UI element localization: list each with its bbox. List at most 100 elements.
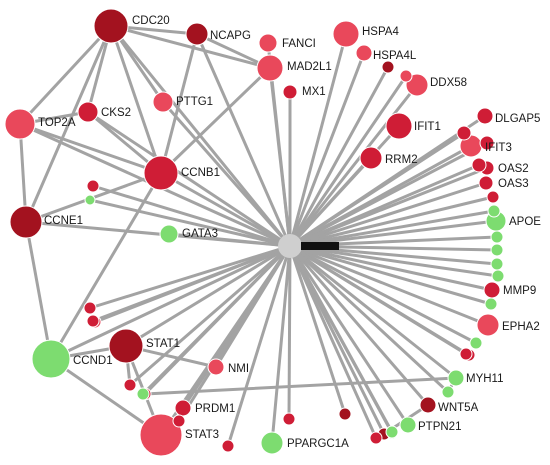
label-oas3: OAS3 — [498, 178, 529, 190]
edge-myh11-u15 — [143, 376, 458, 396]
label-epha2: EPHA2 — [502, 321, 540, 333]
edge-hub-u3 — [288, 131, 466, 248]
node-gata3[interactable] — [159, 224, 179, 244]
edge-hub-u13 — [288, 244, 478, 345]
node-rrm2[interactable] — [359, 146, 383, 170]
edge-hub-u23 — [226, 244, 292, 448]
node-u27[interactable] — [369, 431, 383, 445]
node-u28[interactable] — [385, 425, 399, 439]
node-u6[interactable] — [486, 190, 500, 204]
edge-hub-mad2l1 — [268, 66, 292, 248]
edge-hub-stat1 — [124, 244, 292, 348]
node-nmi[interactable] — [207, 358, 225, 376]
node-u25[interactable] — [338, 407, 352, 421]
node-ccne1[interactable] — [9, 205, 43, 239]
edge-hub-epha2 — [288, 244, 490, 327]
node-stat1[interactable] — [108, 328, 144, 364]
node-u7[interactable] — [487, 204, 501, 218]
node-u24[interactable] — [282, 412, 296, 426]
node-prdm1[interactable] — [174, 399, 192, 417]
node-u19[interactable] — [83, 301, 97, 315]
node-hspa4[interactable] — [332, 20, 360, 48]
node-ifit1[interactable] — [385, 112, 413, 140]
node-epha2[interactable] — [476, 313, 500, 337]
node-u10[interactable] — [490, 257, 504, 271]
edge-hub-myh11 — [288, 244, 458, 380]
edge-cdc20-ccne1 — [24, 24, 113, 224]
label-dlgap5: DLGAP5 — [495, 113, 540, 125]
edge-hub-u27 — [288, 244, 378, 440]
edge-hub-u7 — [288, 209, 496, 248]
node-u29[interactable] — [459, 347, 473, 361]
node-dlgap5[interactable] — [476, 107, 494, 125]
edge-hub-u28 — [288, 244, 394, 434]
node-ccnb1[interactable] — [143, 155, 179, 191]
node-u14[interactable] — [123, 378, 137, 392]
node-ncapg[interactable] — [185, 22, 209, 46]
node-u5[interactable] — [471, 157, 487, 173]
edge-hub-u2 — [288, 74, 408, 248]
node-u2[interactable] — [399, 69, 413, 83]
edge-hub-u6 — [288, 195, 495, 248]
edge-hub-u31 — [91, 244, 292, 323]
edge-hub-u14 — [128, 244, 292, 387]
node-wnt5a[interactable] — [419, 396, 437, 414]
label-prdm1: PRDM1 — [195, 403, 235, 415]
node-mmp9[interactable] — [483, 281, 501, 299]
node-myh11[interactable] — [447, 369, 465, 387]
label-cks2: CKS2 — [101, 107, 131, 119]
node-top2a[interactable] — [4, 108, 36, 140]
node-ccnd1[interactable] — [31, 339, 71, 379]
node-fanci[interactable] — [258, 33, 278, 53]
label-ncapg: NCAPG — [210, 30, 251, 42]
edge-hub-u19 — [88, 244, 292, 310]
label-layer: CDC20NCAPGFANCIHSPA4HSPA4LMAD2L1MX1DDX58… — [38, 15, 541, 450]
node-layer — [4, 8, 507, 457]
node-mad2l1[interactable] — [256, 54, 284, 82]
node-u9[interactable] — [490, 243, 504, 257]
edge-hub-u24 — [287, 244, 292, 421]
label-wnt5a: WNT5A — [438, 402, 479, 414]
node-u30[interactable] — [172, 414, 186, 428]
label-ccnd1: CCND1 — [73, 355, 113, 367]
node-u8[interactable] — [490, 230, 504, 244]
node-hub[interactable] — [278, 234, 302, 258]
label-gata3: GATA3 — [182, 228, 218, 240]
node-u32[interactable] — [136, 387, 150, 401]
edge-hub-ppargc1a — [270, 244, 292, 445]
edge-top2a-ccnb1 — [18, 122, 163, 175]
label-stat3: STAT3 — [185, 429, 219, 441]
node-pttg1[interactable] — [152, 91, 174, 113]
node-u11[interactable] — [491, 269, 505, 283]
node-u17[interactable] — [441, 385, 455, 399]
node-u31[interactable] — [86, 314, 100, 328]
node-cdc20[interactable] — [93, 8, 129, 44]
label-mmp9: MMP9 — [503, 285, 536, 297]
node-hspa4l[interactable] — [355, 44, 373, 62]
node-u3[interactable] — [456, 125, 472, 141]
label-stat1: STAT1 — [146, 338, 180, 350]
node-mx1[interactable] — [282, 84, 298, 100]
edge-hub-u11 — [288, 244, 500, 278]
node-u23[interactable] — [221, 439, 235, 453]
node-u12[interactable] — [484, 297, 498, 311]
edge-cdc20-top2a — [18, 24, 113, 126]
node-u20[interactable] — [84, 194, 96, 206]
edge-hub-u12 — [288, 244, 493, 306]
node-ddx58[interactable] — [405, 73, 429, 97]
node-u18[interactable] — [86, 179, 100, 193]
node-ppargc1a[interactable] — [260, 431, 284, 455]
node-stat3[interactable] — [139, 413, 183, 457]
node-u4[interactable] — [479, 135, 495, 151]
node-u13[interactable] — [469, 336, 483, 350]
edge-hub-u17 — [288, 244, 450, 394]
edge-hub-u25 — [288, 244, 347, 416]
node-cks2[interactable] — [77, 101, 99, 123]
node-ptpn21[interactable] — [399, 416, 417, 434]
node-oas3[interactable] — [478, 175, 494, 191]
label-hspa4l: HSPA4L — [373, 50, 417, 62]
edge-hub-hspa4 — [288, 32, 348, 248]
edge-ccnb1-ccnd1 — [49, 171, 163, 361]
node-u1[interactable] — [381, 60, 395, 74]
